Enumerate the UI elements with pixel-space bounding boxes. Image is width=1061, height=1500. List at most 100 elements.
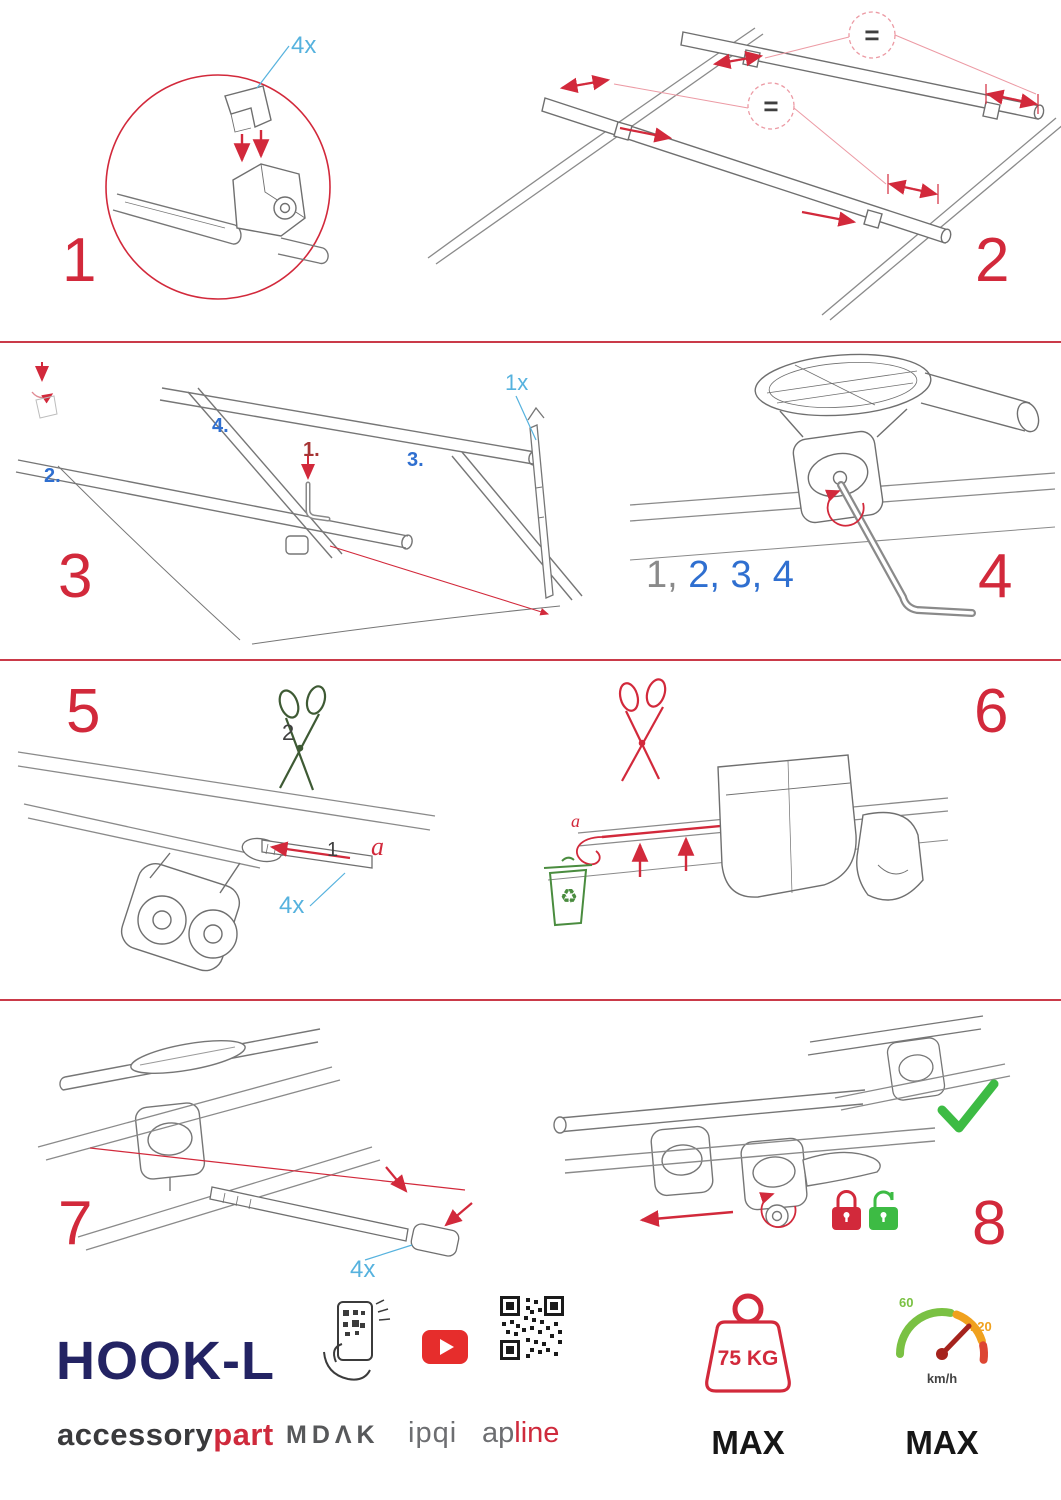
step6-discard-drawing: [543, 678, 949, 927]
step-7-number: 7: [58, 1189, 93, 1258]
equal-circle-mid: [747, 82, 795, 130]
step3-label-4: 4.: [212, 415, 229, 437]
scissors-icon: [278, 685, 327, 791]
roof-rail-lines: [17, 751, 436, 869]
max-load-icon: [705, 1293, 791, 1393]
step-1-number: 1: [62, 226, 97, 295]
allen-key-drawing: [837, 481, 976, 617]
step-6-number: 6: [974, 677, 1009, 746]
qr-code: [500, 1296, 564, 1360]
step3-qty-label: 1x: [505, 370, 529, 395]
step-2-number: 2: [975, 226, 1010, 295]
trash-bin-icon: [543, 856, 593, 927]
step-8-number: 8: [972, 1189, 1007, 1258]
brand-part: part: [213, 1417, 274, 1452]
rack-frame-drawing: [15, 387, 583, 645]
pull-arrow: [269, 841, 351, 860]
qty-leader-line: [256, 45, 290, 89]
rotate-arrow: [759, 1192, 797, 1228]
step-5-number: 5: [66, 677, 101, 746]
step-4-number: 4: [978, 542, 1013, 611]
needle: [939, 1323, 972, 1357]
step4-seq-rest: 2, 3, 4: [688, 554, 794, 596]
step5-label-a: a: [371, 832, 384, 861]
brand-logo: accessorypart: [57, 1417, 274, 1453]
step8-lock-drawing: [553, 1015, 1011, 1230]
step7-qty-label: 4x: [350, 1256, 376, 1283]
bar-cross-section: [754, 353, 1040, 438]
step3-label-3: 3.: [407, 449, 424, 471]
product-name: HOOK-L: [56, 1331, 275, 1391]
youtube-icon: [422, 1330, 468, 1364]
step7-endcap-drawing: [37, 1028, 473, 1261]
step1-detail-drawing: [105, 45, 331, 300]
step5-label-2: 2: [282, 720, 295, 745]
attach-arrows: [385, 1166, 473, 1227]
clamp-drawing: [232, 163, 306, 237]
insert-arrows: [233, 130, 270, 163]
clamp-drawing: [792, 430, 884, 524]
equal-leader-lines: [613, 34, 1037, 185]
recycle-icon: ♻: [560, 886, 578, 908]
qty-leader-line: [515, 395, 537, 441]
logo-mdak: MDΛK: [286, 1421, 380, 1449]
step4-tighten-drawing: [629, 353, 1056, 617]
speed-unit-label: km/h: [926, 1371, 958, 1386]
step1-qty-label: 4x: [291, 32, 317, 59]
step2-equal-mid: =: [763, 91, 779, 121]
mini-insert-hint: [31, 362, 58, 419]
step-3-number: 3: [58, 542, 93, 611]
speed-high-label: 120: [970, 1319, 992, 1334]
max-load-label: MAX: [711, 1424, 785, 1461]
equal-circle-top: [848, 11, 896, 59]
strip-with-endcap: [209, 1186, 460, 1257]
main-assembly-drawing: [553, 1089, 936, 1228]
speed-low-label: 60: [899, 1295, 914, 1310]
scissors-icon: [618, 678, 667, 782]
section-divider-1: [0, 341, 1061, 343]
logo-apline: apline: [482, 1417, 559, 1450]
step2-spacing-drawing: [427, 11, 1061, 321]
rotate-arrow: [824, 489, 865, 527]
scan-phone-icon: [323, 1299, 391, 1381]
logo-apline-line: line: [514, 1417, 560, 1449]
step6-label-a: a: [571, 811, 580, 831]
step4-seq-first: 1,: [646, 554, 678, 596]
brand-accessory: accessory: [57, 1417, 214, 1452]
step5-label-1: 1: [327, 839, 339, 861]
clamp-assembly-drawing: [120, 852, 241, 972]
section-divider-2: [0, 659, 1061, 661]
step4-sequence: 1, 2, 3, 4: [646, 556, 794, 594]
crossbars-drawing: [541, 31, 1045, 244]
bar-top-view: [59, 1028, 321, 1191]
step3-label-2: 2.: [44, 465, 61, 487]
section-divider-3: [0, 999, 1061, 1001]
crossbar-drawing: [112, 193, 329, 265]
strip-part-drawing: [527, 406, 554, 599]
step3-label-1: 1.: [303, 439, 320, 461]
step5-cut-strip-drawing: [17, 685, 436, 972]
cover-piece-drawing: [717, 754, 924, 901]
unlocked-padlock-icon: [869, 1190, 898, 1230]
speedometer-icon: [896, 1308, 988, 1364]
hook-plate-drawing: [224, 85, 272, 133]
push-up-arrows: [631, 836, 695, 877]
allen-key-mini: [305, 481, 331, 522]
step5-qty-label: 4x: [279, 892, 305, 919]
qty-leader-line: [309, 872, 346, 907]
logo-ipqi: ipqi: [408, 1417, 458, 1449]
magnifier-circle: [105, 74, 331, 300]
phone-qr-pixels: [343, 1310, 365, 1336]
step2-equal-top: =: [864, 20, 880, 50]
check-icon: [937, 1079, 999, 1133]
measure-arrows: [559, 51, 1039, 227]
push-left-arrow: [639, 1210, 734, 1227]
max-load-value: 75 KG: [717, 1347, 779, 1370]
step3-assembly-drawing: [15, 362, 583, 645]
finished-assembly-mini: [807, 1015, 1011, 1111]
qty-leader-line: [364, 1244, 413, 1261]
logo-apline-ap: ap: [482, 1417, 515, 1449]
locked-padlock-icon: [832, 1190, 861, 1230]
strip-leader-line: [329, 545, 550, 616]
